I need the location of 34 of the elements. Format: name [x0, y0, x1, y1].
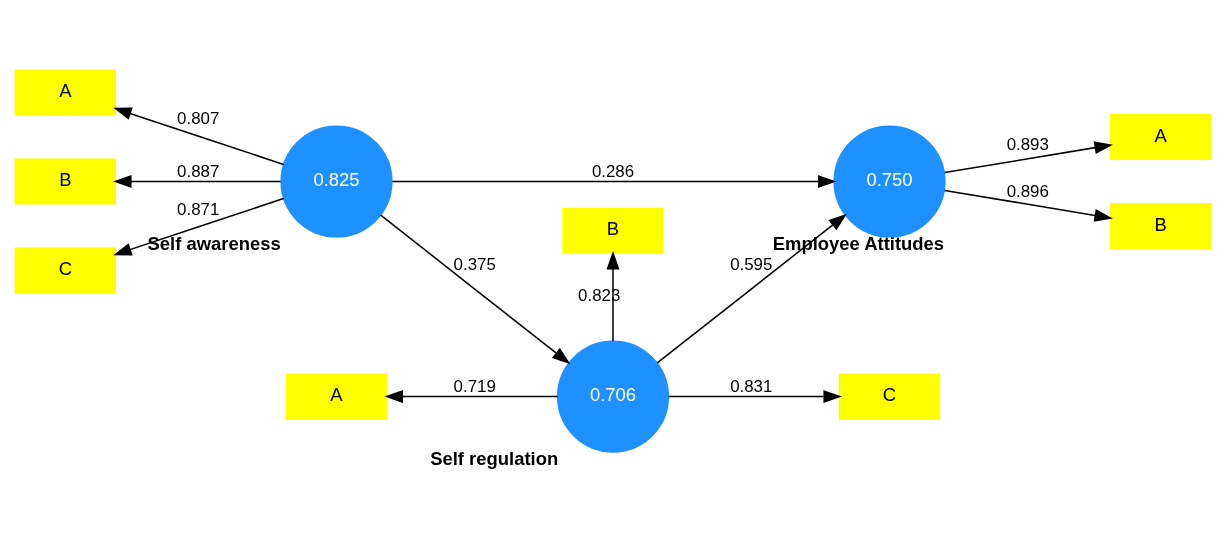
node-box: A	[1109, 113, 1212, 160]
arrow	[113, 107, 285, 166]
arrow	[113, 197, 285, 256]
node-box: C	[838, 373, 941, 420]
edge-label: 0.807	[177, 109, 220, 129]
edge-label: 0.887	[177, 161, 220, 181]
edge-label: 0.375	[453, 255, 496, 275]
node-box: B	[562, 207, 664, 254]
arrow	[667, 390, 842, 404]
node-label: Self awareness	[147, 233, 281, 255]
node-label: Self regulation	[430, 448, 559, 470]
arrow	[943, 189, 1113, 222]
arrow	[606, 250, 620, 342]
edge-label: 0.871	[177, 200, 220, 220]
node-circle: 0.706	[556, 340, 670, 453]
edge-label: 0.831	[730, 376, 773, 396]
node-box: B	[14, 158, 117, 205]
node-circle: 0.825	[280, 125, 393, 238]
node-box: A	[285, 373, 388, 420]
node-box: C	[14, 247, 117, 294]
arrow	[943, 141, 1113, 174]
arrow	[391, 175, 837, 188]
node-circle: 0.750	[833, 125, 946, 238]
edge-label: 0.286	[591, 161, 635, 181]
node-box: A	[14, 69, 117, 116]
edge-label: 0.595	[730, 255, 773, 275]
arrow	[113, 175, 282, 188]
edge-label: 0.719	[453, 376, 496, 396]
node-box: B	[1109, 203, 1212, 250]
arrow	[380, 214, 571, 365]
edge-label: 0.893	[1006, 135, 1049, 155]
arrow	[656, 213, 847, 364]
arrow	[384, 390, 559, 404]
edge-label: 0.896	[1006, 181, 1049, 201]
